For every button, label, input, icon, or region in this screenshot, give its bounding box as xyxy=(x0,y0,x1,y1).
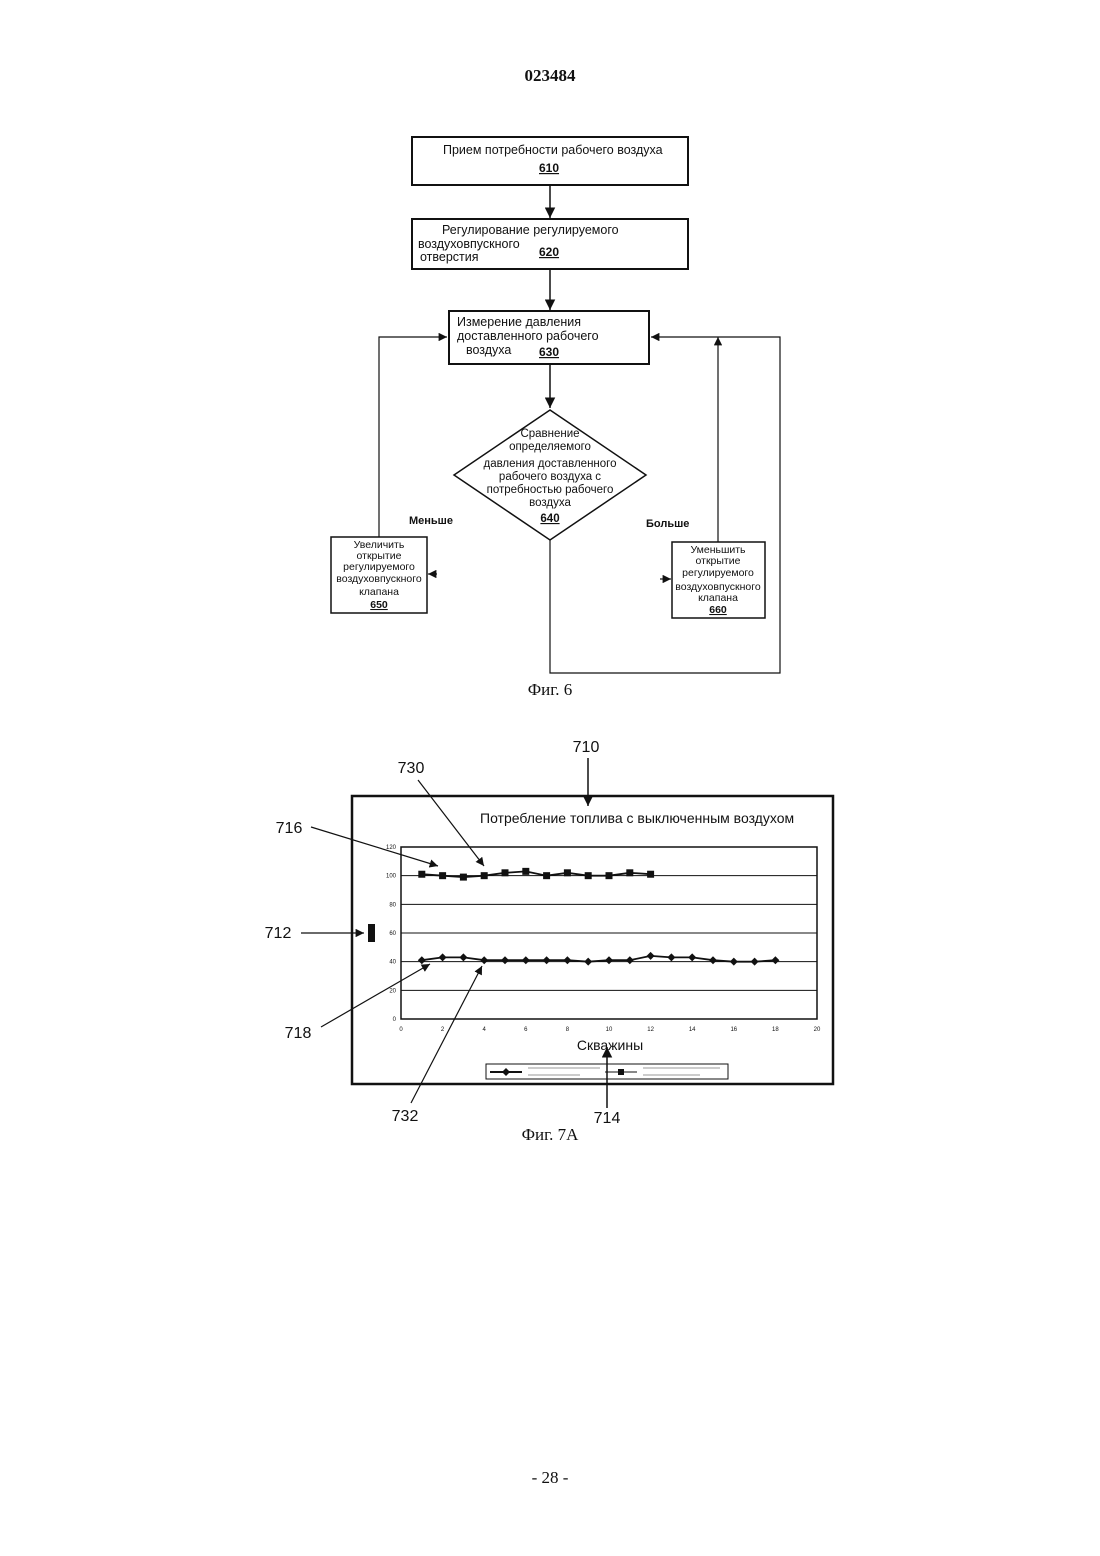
data-point-diamond xyxy=(626,956,634,964)
figure-7a-caption: Фиг. 7A xyxy=(0,1125,1100,1145)
data-point-diamond xyxy=(605,956,613,964)
series-markers xyxy=(418,868,780,966)
ref-730: 730 xyxy=(398,760,425,777)
data-point-diamond xyxy=(418,956,426,964)
data-point-square xyxy=(606,872,613,879)
data-point-diamond xyxy=(688,953,696,961)
data-point-square xyxy=(481,872,488,879)
data-point-square xyxy=(543,872,550,879)
chart-title: Потребление топлива с выключенным воздух… xyxy=(480,810,794,826)
ref-718: 718 xyxy=(285,1025,312,1042)
data-point-diamond xyxy=(459,953,467,961)
x-tick-labels: 0 2 4 6 8 10 12 14 16 18 20 xyxy=(399,1027,821,1033)
x-tick-label: 4 xyxy=(483,1027,487,1033)
series-line-square xyxy=(422,871,651,877)
data-point-square xyxy=(564,869,571,876)
ref-732: 732 xyxy=(392,1108,419,1125)
x-axis-label: Скважины xyxy=(577,1037,643,1053)
data-point-square xyxy=(626,869,633,876)
data-point-diamond xyxy=(730,958,738,966)
data-point-diamond xyxy=(667,953,675,961)
y-tick-label: 0 xyxy=(393,1017,397,1023)
legend-marker-diamond xyxy=(502,1068,510,1076)
x-tick-label: 10 xyxy=(606,1027,613,1033)
y-tick-label: 80 xyxy=(389,902,396,908)
x-tick-label: 18 xyxy=(772,1027,779,1033)
ref-712: 712 xyxy=(265,925,292,942)
x-tick-label: 12 xyxy=(647,1027,654,1033)
data-point-diamond xyxy=(543,956,551,964)
data-point-square xyxy=(647,871,654,878)
data-point-square xyxy=(522,868,529,875)
data-point-diamond xyxy=(584,958,592,966)
x-tick-label: 20 xyxy=(814,1027,821,1033)
x-tick-label: 14 xyxy=(689,1027,696,1033)
x-tick-label: 8 xyxy=(566,1027,570,1033)
series-lines xyxy=(422,871,776,961)
y-tick-label: 40 xyxy=(389,960,396,966)
y-tick-labels: 020406080100120 xyxy=(386,845,397,1023)
data-point-diamond xyxy=(563,956,571,964)
data-point-diamond xyxy=(647,952,655,960)
page-number: - 28 - xyxy=(0,1468,1100,1488)
data-point-square xyxy=(502,869,509,876)
data-point-diamond xyxy=(439,953,447,961)
data-point-diamond xyxy=(501,956,509,964)
ref-710: 710 xyxy=(573,739,600,756)
data-point-square xyxy=(418,871,425,878)
data-point-square xyxy=(585,872,592,879)
data-point-square xyxy=(460,874,467,881)
ref-716: 716 xyxy=(276,820,303,837)
chart-grid xyxy=(401,876,817,991)
data-point-diamond xyxy=(522,956,530,964)
series-line-diamond xyxy=(422,956,776,962)
y-axis-label-mark xyxy=(368,924,375,942)
x-tick-label: 6 xyxy=(524,1027,528,1033)
data-point-diamond xyxy=(771,956,779,964)
y-tick-label: 100 xyxy=(386,874,397,880)
x-tick-label: 0 xyxy=(399,1027,403,1033)
data-point-diamond xyxy=(709,956,717,964)
x-tick-label: 2 xyxy=(441,1027,445,1033)
y-tick-label: 60 xyxy=(389,931,396,937)
data-point-diamond xyxy=(751,958,759,966)
x-tick-label: 16 xyxy=(730,1027,737,1033)
y-tick-label: 20 xyxy=(389,988,396,994)
data-point-diamond xyxy=(480,956,488,964)
legend-marker-square xyxy=(618,1069,624,1075)
data-point-square xyxy=(439,872,446,879)
